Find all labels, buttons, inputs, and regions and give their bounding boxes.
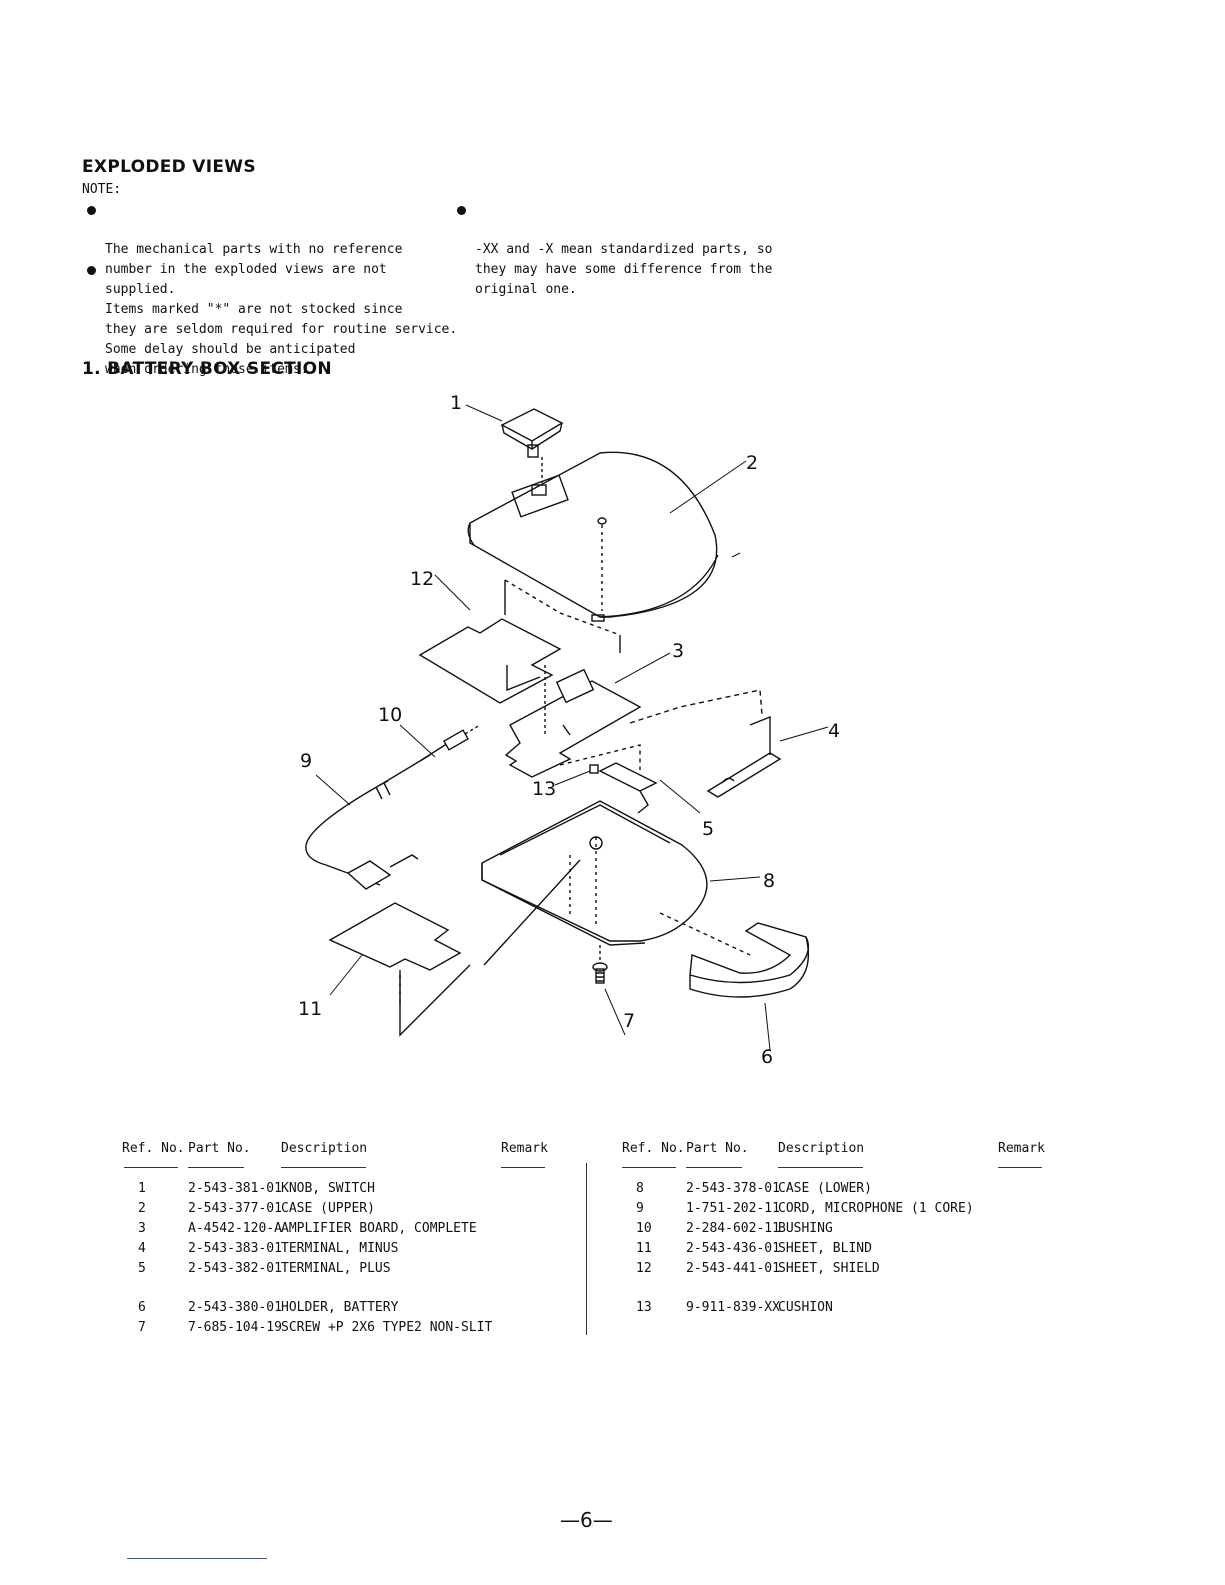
desc-cell: SHEET, BLIND — [778, 1241, 872, 1256]
callout-12: 12 — [410, 568, 434, 590]
ref-cell: 11 — [636, 1241, 652, 1256]
part-cell: 2-543-380-01 — [188, 1300, 282, 1315]
note-text: -XX and -X mean standardized parts, so t… — [475, 242, 773, 297]
col-header-remark: Remark — [998, 1141, 1045, 1156]
header-rule — [622, 1167, 676, 1168]
callout-3: 3 — [672, 640, 684, 662]
note-item: -XX and -X mean standardized parts, so t… — [453, 200, 795, 300]
section-title: 1. BATTERY BOX SECTION — [82, 359, 332, 379]
footer-rule — [127, 1558, 267, 1559]
ref-cell: 2 — [138, 1201, 146, 1216]
desc-cell: SCREW +P 2X6 TYPE2 NON-SLIT — [281, 1320, 493, 1335]
blind-sheet-part — [328, 859, 581, 1037]
page-number: —6— — [560, 1508, 613, 1532]
header-rule — [998, 1167, 1042, 1168]
col-header-ref: Ref. No. — [122, 1141, 185, 1156]
screw-part — [592, 945, 608, 984]
desc-cell: KNOB, SWITCH — [281, 1181, 375, 1196]
note-item: The mechanical parts with no reference n… — [83, 200, 465, 300]
note-text: Items marked "*" are not stocked since t… — [105, 302, 458, 377]
lower-case-part — [481, 800, 708, 946]
col-header-part: Part No. — [188, 1141, 251, 1156]
desc-cell: CASE (LOWER) — [778, 1181, 872, 1196]
callout-13: 13 — [532, 778, 556, 800]
callout-5: 5 — [702, 818, 714, 840]
callout-9: 9 — [300, 750, 312, 772]
part-cell: 2-284-602-11 — [686, 1221, 780, 1236]
part-cell: 9-911-839-XX — [686, 1300, 780, 1315]
desc-cell: TERMINAL, PLUS — [281, 1261, 391, 1276]
ref-cell: 7 — [138, 1320, 146, 1335]
column-divider — [586, 1163, 587, 1335]
part-cell: A-4542-120-A — [188, 1221, 282, 1236]
desc-cell: CASE (UPPER) — [281, 1201, 375, 1216]
col-header-desc: Description — [778, 1141, 865, 1156]
minus-terminal-part — [629, 689, 782, 798]
bullet-icon — [87, 266, 96, 275]
callout-10: 10 — [378, 704, 402, 726]
ref-cell: 8 — [636, 1181, 644, 1196]
desc-cell: TERMINAL, MINUS — [281, 1241, 399, 1256]
callout-7: 7 — [623, 1010, 635, 1032]
header-rule — [501, 1167, 545, 1168]
callout-6: 6 — [761, 1046, 773, 1068]
desc-cell: HOLDER, BATTERY — [281, 1300, 399, 1315]
ref-cell: 13 — [636, 1300, 652, 1315]
ref-cell: 5 — [138, 1261, 146, 1276]
exploded-view-diagram: 1 2 3 4 5 6 7 8 9 10 11 12 13 — [298, 392, 840, 1068]
callout-labels: 1 2 3 4 5 6 7 8 9 10 11 12 13 — [298, 392, 840, 1068]
ref-cell: 1 — [138, 1181, 146, 1196]
amplifier-board-part — [504, 665, 642, 778]
col-header-desc: Description — [281, 1141, 368, 1156]
ref-cell: 6 — [138, 1300, 146, 1315]
header-rule — [188, 1167, 244, 1168]
battery-holder-part — [659, 912, 810, 998]
part-cell: 2-543-381-01 — [188, 1181, 282, 1196]
part-cell: 2-543-382-01 — [188, 1261, 282, 1276]
knob-switch-part — [500, 408, 564, 458]
note-item: Items marked "*" are not stocked since t… — [83, 260, 465, 380]
desc-cell: BUSHING — [778, 1221, 833, 1236]
ref-cell: 12 — [636, 1261, 652, 1276]
desc-cell: AMPLIFIER BOARD, COMPLETE — [281, 1221, 477, 1236]
bullet-icon — [87, 206, 96, 215]
callout-2: 2 — [746, 452, 758, 474]
bullet-icon — [457, 206, 466, 215]
plus-terminal-part — [559, 744, 658, 814]
col-header-remark: Remark — [501, 1141, 548, 1156]
part-cell: 1-751-202-11 — [686, 1201, 780, 1216]
ref-cell: 10 — [636, 1221, 652, 1236]
header-rule — [281, 1167, 366, 1168]
desc-cell: SHEET, SHIELD — [778, 1261, 880, 1276]
part-cell: 2-543-383-01 — [188, 1241, 282, 1256]
note-label: NOTE: — [82, 182, 122, 197]
ref-cell: 3 — [138, 1221, 146, 1236]
part-cell: 2-543-377-01 — [188, 1201, 282, 1216]
callout-8: 8 — [763, 870, 775, 892]
header-rule — [686, 1167, 742, 1168]
col-header-part: Part No. — [686, 1141, 749, 1156]
shield-sheet-part — [418, 579, 621, 704]
callout-4: 4 — [828, 720, 840, 742]
note-text: The mechanical parts with no reference n… — [105, 242, 403, 297]
col-header-ref: Ref. No. — [622, 1141, 685, 1156]
callout-1: 1 — [450, 392, 462, 414]
callout-11: 11 — [298, 998, 322, 1020]
part-cell: 7-685-104-19 — [188, 1320, 282, 1335]
desc-cell: CORD, MICROPHONE (1 CORE) — [778, 1201, 974, 1216]
ref-cell: 9 — [636, 1201, 644, 1216]
part-cell: 2-543-378-01 — [686, 1181, 780, 1196]
upper-case-part — [467, 451, 719, 622]
leader-lines — [315, 404, 829, 1051]
ref-cell: 4 — [138, 1241, 146, 1256]
header-rule — [124, 1167, 178, 1168]
header-rule — [778, 1167, 863, 1168]
microphone-cord-part — [305, 724, 481, 890]
part-cell: 2-543-436-01 — [686, 1241, 780, 1256]
part-cell: 2-543-441-01 — [686, 1261, 780, 1276]
desc-cell: CUSHION — [778, 1300, 833, 1315]
page-heading: EXPLODED VIEWS — [82, 157, 256, 177]
